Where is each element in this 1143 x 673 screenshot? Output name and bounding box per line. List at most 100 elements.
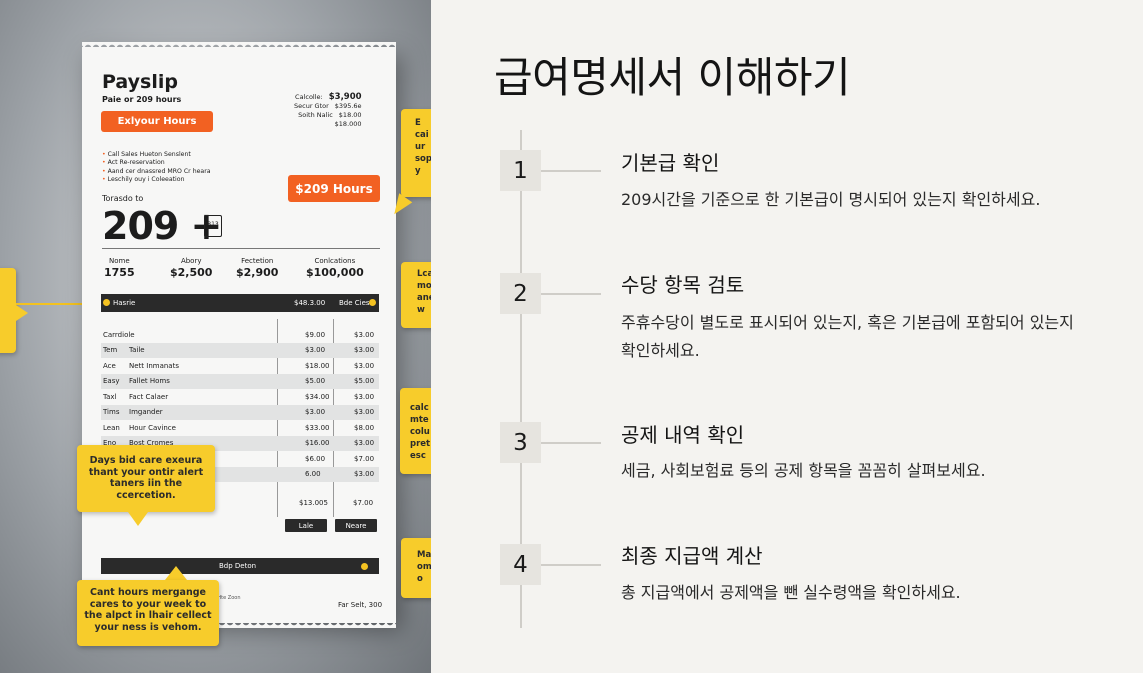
receipt-subtitle: Paie or 209 hours <box>102 95 182 104</box>
page-title: 급여명세서 이해하기 <box>494 53 851 102</box>
subtotal-amount: $7.00 <box>353 499 374 507</box>
stat-label: Fectetion <box>241 257 274 265</box>
cell: $3.00 <box>305 346 326 354</box>
summary-label: Calcolle: <box>295 93 323 101</box>
footer-small: Tilst. Hte Zoon <box>204 595 241 601</box>
cell: $5.00 <box>354 377 375 385</box>
cell: Hour Cavince <box>129 423 176 432</box>
cell: Taile <box>129 346 145 354</box>
cell: $7.00 <box>354 454 375 463</box>
callout-right-3: calc mte colu pret esc <box>400 388 431 474</box>
stat-label: Conlcations <box>314 257 356 265</box>
cell: Tims <box>103 408 120 416</box>
callout-bottom: Cant hours mergange cares to your week t… <box>77 580 219 646</box>
cell: $8.00 <box>354 423 375 432</box>
step-number: 2 <box>500 273 541 314</box>
callout-right-2: Lca moi anem w <box>401 262 431 328</box>
summary-amount: $3,900 <box>328 92 362 102</box>
cell: $3.00 <box>354 361 375 370</box>
table-row: Ace Nett Inmanats $18.00 $3.00 <box>101 358 379 374</box>
summary-label: Secur Gtor <box>294 102 329 110</box>
step-connector <box>541 442 601 444</box>
cell: Eno <box>103 439 117 447</box>
cell: Nett Inmanats <box>129 361 179 370</box>
cell: $3.00 <box>354 408 375 416</box>
stat-item: Conlcations$100,000 <box>306 257 364 279</box>
clipboard-icon: 813 <box>204 215 222 237</box>
table-row: $6.00 $7.00 <box>101 451 379 467</box>
table-header-bar: Hasrie $48.3.00 Bde Cies <box>101 294 379 312</box>
payslip-illustration: Payslip Paie or 209 hours Exlyour Hours … <box>0 0 431 673</box>
cell: Carrdiole <box>103 330 135 339</box>
cell: $3.00 <box>354 439 375 447</box>
step-number: 4 <box>500 544 541 585</box>
step-title: 기본급 확인 <box>621 151 720 175</box>
header-right: Bde Cies <box>339 299 370 307</box>
leader-line-left <box>16 303 102 305</box>
receipt-title: Payslip <box>102 71 178 93</box>
receipt-summary: Calcolle:$3,900 Secur Gtor$395.6e Soith … <box>294 93 362 129</box>
bullet-item: Call Sales Hueton Senslent <box>102 151 211 159</box>
cell: $3.00 <box>354 346 375 354</box>
table-row: Carrdiole$9.00$3.00 <box>101 327 379 343</box>
table-row: Lean Hour Cavince $33.00 $8.00 <box>101 420 379 436</box>
step-description: 주휴수당이 별도로 표시되어 있는지, 혹은 기본급에 포함되어 있는지 확인하… <box>621 313 1074 360</box>
big-hours-number: 209 + <box>102 204 222 248</box>
cell: Imgander <box>129 408 163 416</box>
cell: Taxl <box>103 392 117 401</box>
payslip-receipt: Payslip Paie or 209 hours Exlyour Hours … <box>82 47 396 628</box>
step-description: 총 지급액에서 공제액을 뺀 실수령액을 확인하세요. <box>621 583 961 602</box>
step-connector <box>541 293 601 295</box>
cell: $18.00 <box>305 361 330 370</box>
cell: Ace <box>103 361 116 370</box>
stat-value: $100,000 <box>306 266 364 279</box>
step-title: 최종 지급액 계산 <box>621 544 763 568</box>
cell: $3.00 <box>354 392 375 401</box>
cell: $16.00 <box>305 439 330 447</box>
bullet-item: Leschily ouy i Coleeation <box>102 176 211 184</box>
callout-right-4: Ma om o <box>401 538 431 598</box>
cell: Tem <box>103 346 118 354</box>
step-title: 수당 항목 검토 <box>621 273 745 297</box>
cell: $6.00 <box>305 454 326 463</box>
timeline-line <box>520 130 522 628</box>
bullet-item: Act Re-reservation <box>102 159 211 167</box>
bullet-item: Aand cer dnassred MRO Cr heara <box>102 168 211 176</box>
cell: Bost Cromes <box>129 439 174 447</box>
step-description: 세금, 사회보험료 등의 공제 항목을 꼼꼼히 살펴보세요. <box>621 461 986 480</box>
summary-amount: $395.6e <box>334 102 362 110</box>
cell: 6.00 <box>305 470 321 478</box>
step-connector <box>541 170 601 172</box>
stat-item: Fectetion$2,900 <box>236 257 278 279</box>
cell: $3.00 <box>354 470 375 478</box>
callout-pointer <box>16 305 28 321</box>
table-row: Tims Imgander $3.00 $3.00 <box>101 404 379 420</box>
receipt-orange-button: Exlyour Hours <box>101 111 213 132</box>
callout-right-1: E cai ur sopu y <box>401 109 431 197</box>
cell: $3.00 <box>305 408 326 416</box>
callout-pointer <box>128 512 148 526</box>
subtotal-amount: $13.005 <box>299 499 328 507</box>
stat-value: 1755 <box>104 266 135 279</box>
clipboard-text: 813 <box>207 221 219 228</box>
footer-bar-label: Bdp Deton <box>219 562 257 570</box>
stat-value: $2,500 <box>170 266 213 279</box>
summary-amount: $18.000 <box>334 120 362 128</box>
step-connector <box>541 564 601 566</box>
header-mid: $48.3.00 <box>294 299 326 307</box>
dot-icon <box>103 299 110 306</box>
receipt-button-right: Neare <box>335 519 377 532</box>
cell: Easy <box>103 377 120 385</box>
cell: $33.00 <box>305 423 330 432</box>
stat-value: $2,900 <box>236 266 279 279</box>
cell: Lean <box>103 423 120 432</box>
step-number: 1 <box>500 150 541 191</box>
callout-left: Days bid care exeura thant your ontir al… <box>77 445 215 512</box>
receipt-bullets: Call Sales Hueton Senslent Act Re-reserv… <box>102 151 211 184</box>
stat-label: Nome <box>108 257 130 265</box>
step-description: 209시간을 기준으로 한 기본급이 명시되어 있는지 확인하세요. <box>621 190 1041 209</box>
header-left: Hasrie <box>113 299 136 307</box>
